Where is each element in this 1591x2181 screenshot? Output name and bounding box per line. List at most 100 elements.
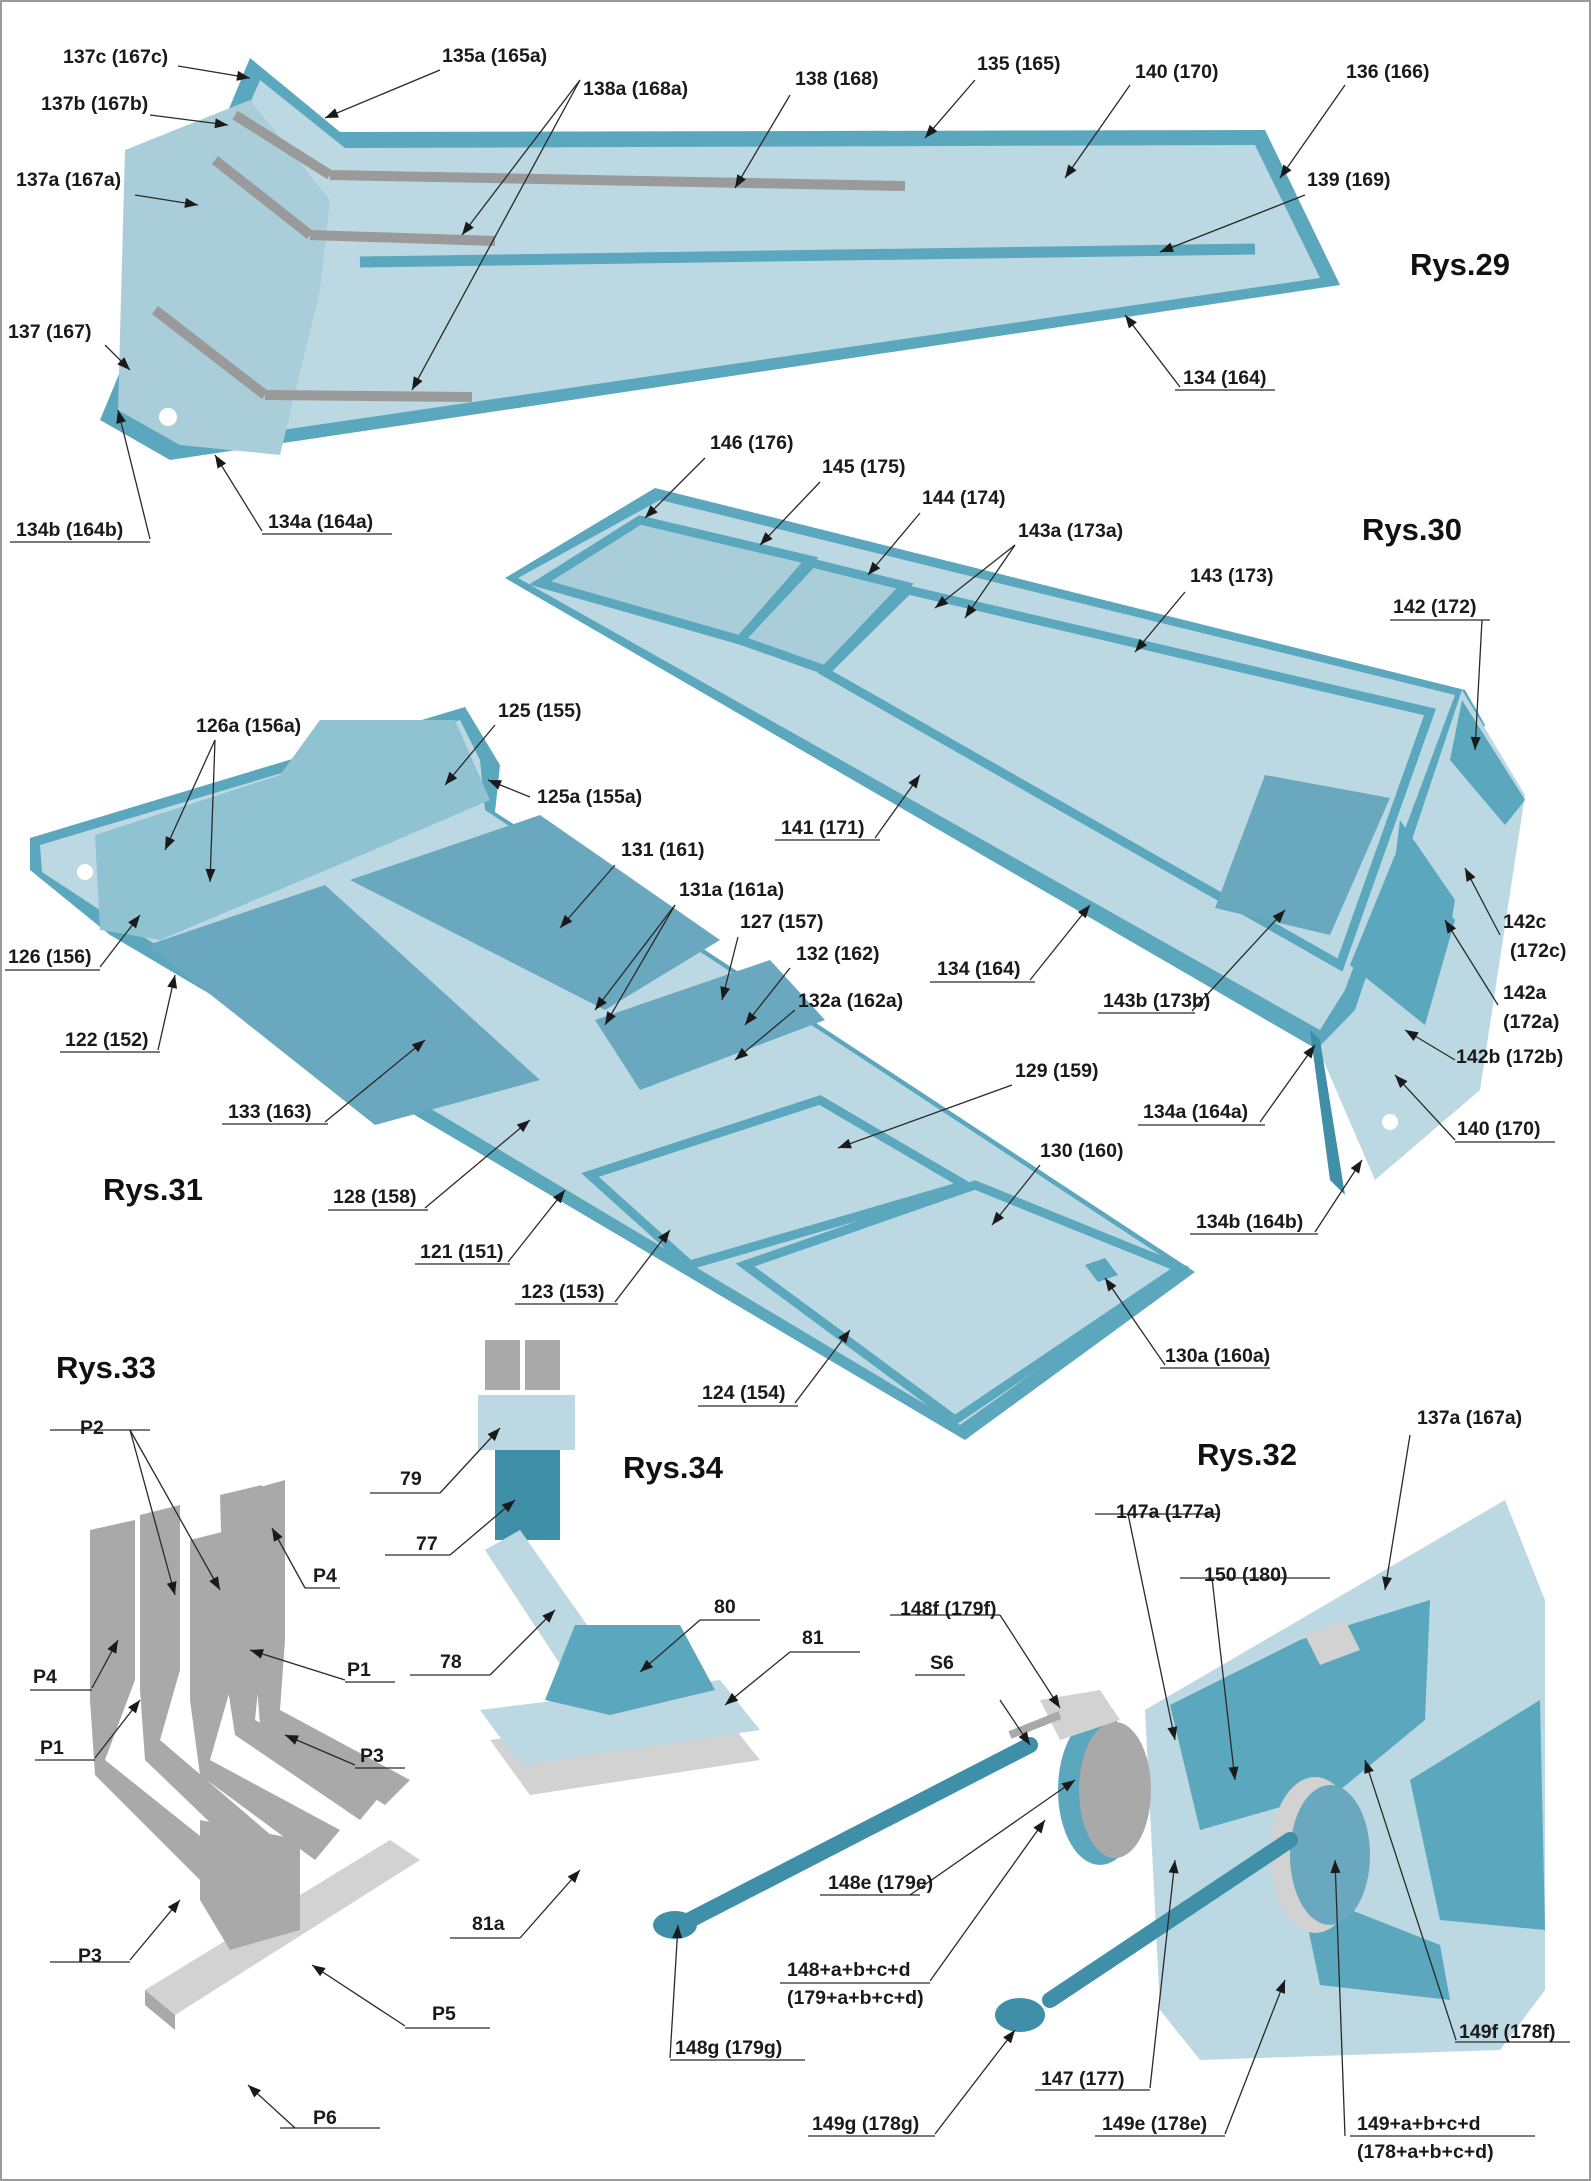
callout-134-164: 134 (164) — [1124, 314, 1275, 391]
callout-p4: P4 — [271, 1527, 340, 1589]
callout-label: 123 (153) — [521, 1281, 604, 1303]
leader-line — [734, 94, 791, 189]
callout-label: 148f (179f) — [900, 1598, 996, 1620]
callout-label: 147 (177) — [1041, 2068, 1124, 2090]
leader-line — [324, 69, 441, 119]
leader-line — [129, 1899, 181, 1961]
callout-label: 129 (159) — [1015, 1060, 1098, 1082]
title-rys-32: Rys.32 — [1197, 1437, 1297, 1472]
callout-140-170: 140 (170) — [1064, 61, 1218, 179]
leader-line — [489, 1609, 556, 1676]
callout-label: 137b (167b) — [41, 93, 148, 115]
arrowhead — [167, 975, 178, 989]
callout-137a-167a: 137a (167a) — [16, 169, 199, 208]
callout-142a: 142a — [1444, 919, 1547, 1006]
figure-31-drawing — [30, 707, 1195, 1440]
callout-label: 132 (162) — [796, 943, 879, 965]
leader-line — [934, 544, 1016, 609]
arrowhead — [1167, 1726, 1178, 1740]
leader-line — [424, 1119, 531, 1209]
arrowhead — [1033, 1820, 1045, 1834]
callout-130-160: 130 (160) — [991, 1140, 1123, 1226]
arrowhead — [1077, 905, 1090, 919]
leader-line — [1384, 1434, 1411, 1591]
callout-142c: 142c — [1464, 867, 1547, 936]
callout-label: 148e (179e) — [828, 1872, 933, 1894]
callout-81a: 81a — [450, 1869, 581, 1939]
leader-line — [724, 1651, 791, 1706]
callout-p6: P6 — [247, 2084, 380, 2129]
callout-label: 142b (172b) — [1456, 1046, 1563, 1068]
arrowhead — [735, 1047, 749, 1060]
callout-label: 142 (172) — [1393, 596, 1476, 618]
leader-line — [929, 1819, 1046, 1982]
callout-label: 143a (173a) — [1018, 520, 1123, 542]
figure-29-drawing — [100, 58, 1340, 460]
leader-line — [1474, 619, 1483, 751]
arrowhead — [760, 532, 773, 545]
leader-line — [1394, 1074, 1456, 1141]
leader-line — [999, 1614, 1061, 1709]
arrowhead — [1061, 1780, 1075, 1792]
callout-label: P2 — [80, 1417, 104, 1439]
arrowhead — [411, 1040, 425, 1053]
arrowhead — [868, 561, 881, 575]
callout-label: 138 (168) — [795, 68, 878, 90]
callout-label: P3 — [78, 1945, 102, 1967]
callout-label: 140 (170) — [1457, 1118, 1540, 1140]
arrowhead — [214, 118, 228, 129]
callout-label: 126a (156a) — [196, 715, 301, 737]
callout-label: 134a (164a) — [1143, 1101, 1248, 1123]
leader-line — [117, 409, 151, 540]
callout-133-163: 133 (163) — [222, 1039, 426, 1125]
callout-172a: (172a) — [1503, 1011, 1559, 1033]
leader-line — [1211, 1577, 1236, 1781]
callout-label: 128 (158) — [333, 1186, 416, 1208]
leader-line — [867, 512, 921, 576]
arrowhead — [128, 1700, 140, 1714]
leader-line — [444, 724, 496, 786]
callout-134b-164b: 134b (164b) — [10, 409, 151, 543]
leader-line — [594, 904, 676, 1011]
callout-label: 148g (179g) — [675, 2037, 782, 2059]
callout-label: S6 — [930, 1652, 954, 1674]
callout-label: 126 (156) — [8, 946, 91, 968]
callout-label: 79 — [400, 1468, 422, 1490]
callout-127-157: 127 (157) — [720, 911, 823, 1001]
callout-label: 143b (173b) — [1103, 990, 1210, 1012]
arrowhead — [1395, 1075, 1408, 1088]
callout-label: 124 (154) — [702, 1382, 785, 1404]
arrowhead — [645, 505, 658, 518]
leader-line — [1124, 314, 1181, 388]
callout-label: P1 — [40, 1737, 64, 1759]
title-rys-31: Rys.31 — [103, 1172, 203, 1207]
callout-137c-167c: 137c (167c) — [63, 46, 251, 81]
callout-p1: P1 — [35, 1699, 141, 1761]
callout-label: 127 (157) — [740, 911, 823, 933]
arrowhead — [1065, 164, 1077, 178]
callout-label: 146 (176) — [710, 432, 793, 454]
callout-139-169: 139 (169) — [1159, 169, 1390, 253]
arrowhead — [605, 1011, 616, 1025]
callout-137-167: 137 (167) — [8, 321, 131, 371]
callout-147-177: 147 (177) — [1035, 1859, 1179, 2091]
leader-line — [759, 481, 821, 546]
callout-145-175: 145 (175) — [759, 456, 905, 546]
callout-label: 81a — [472, 1913, 505, 1935]
leader-line — [604, 904, 676, 1026]
callout-label: (172c) — [1510, 940, 1566, 962]
callout-p4: P4 — [30, 1639, 119, 1691]
arrowhead — [516, 1120, 530, 1133]
arrowhead — [116, 410, 126, 424]
callout-s6: S6 — [915, 1652, 1031, 1746]
leader-line — [1224, 1979, 1286, 2135]
callout-label: 141 (171) — [781, 817, 864, 839]
callout-149f-178f: 149f (178f) — [1364, 1759, 1570, 2043]
callout-142b-172b: 142b (172b) — [1404, 1029, 1563, 1068]
arrowhead — [250, 1649, 264, 1659]
callout-label: 147a (177a) — [1116, 1501, 1221, 1523]
leader-line — [559, 864, 616, 929]
callout-p5: P5 — [311, 1964, 490, 2029]
callout-132a-162a: 132a (162a) — [734, 990, 903, 1061]
